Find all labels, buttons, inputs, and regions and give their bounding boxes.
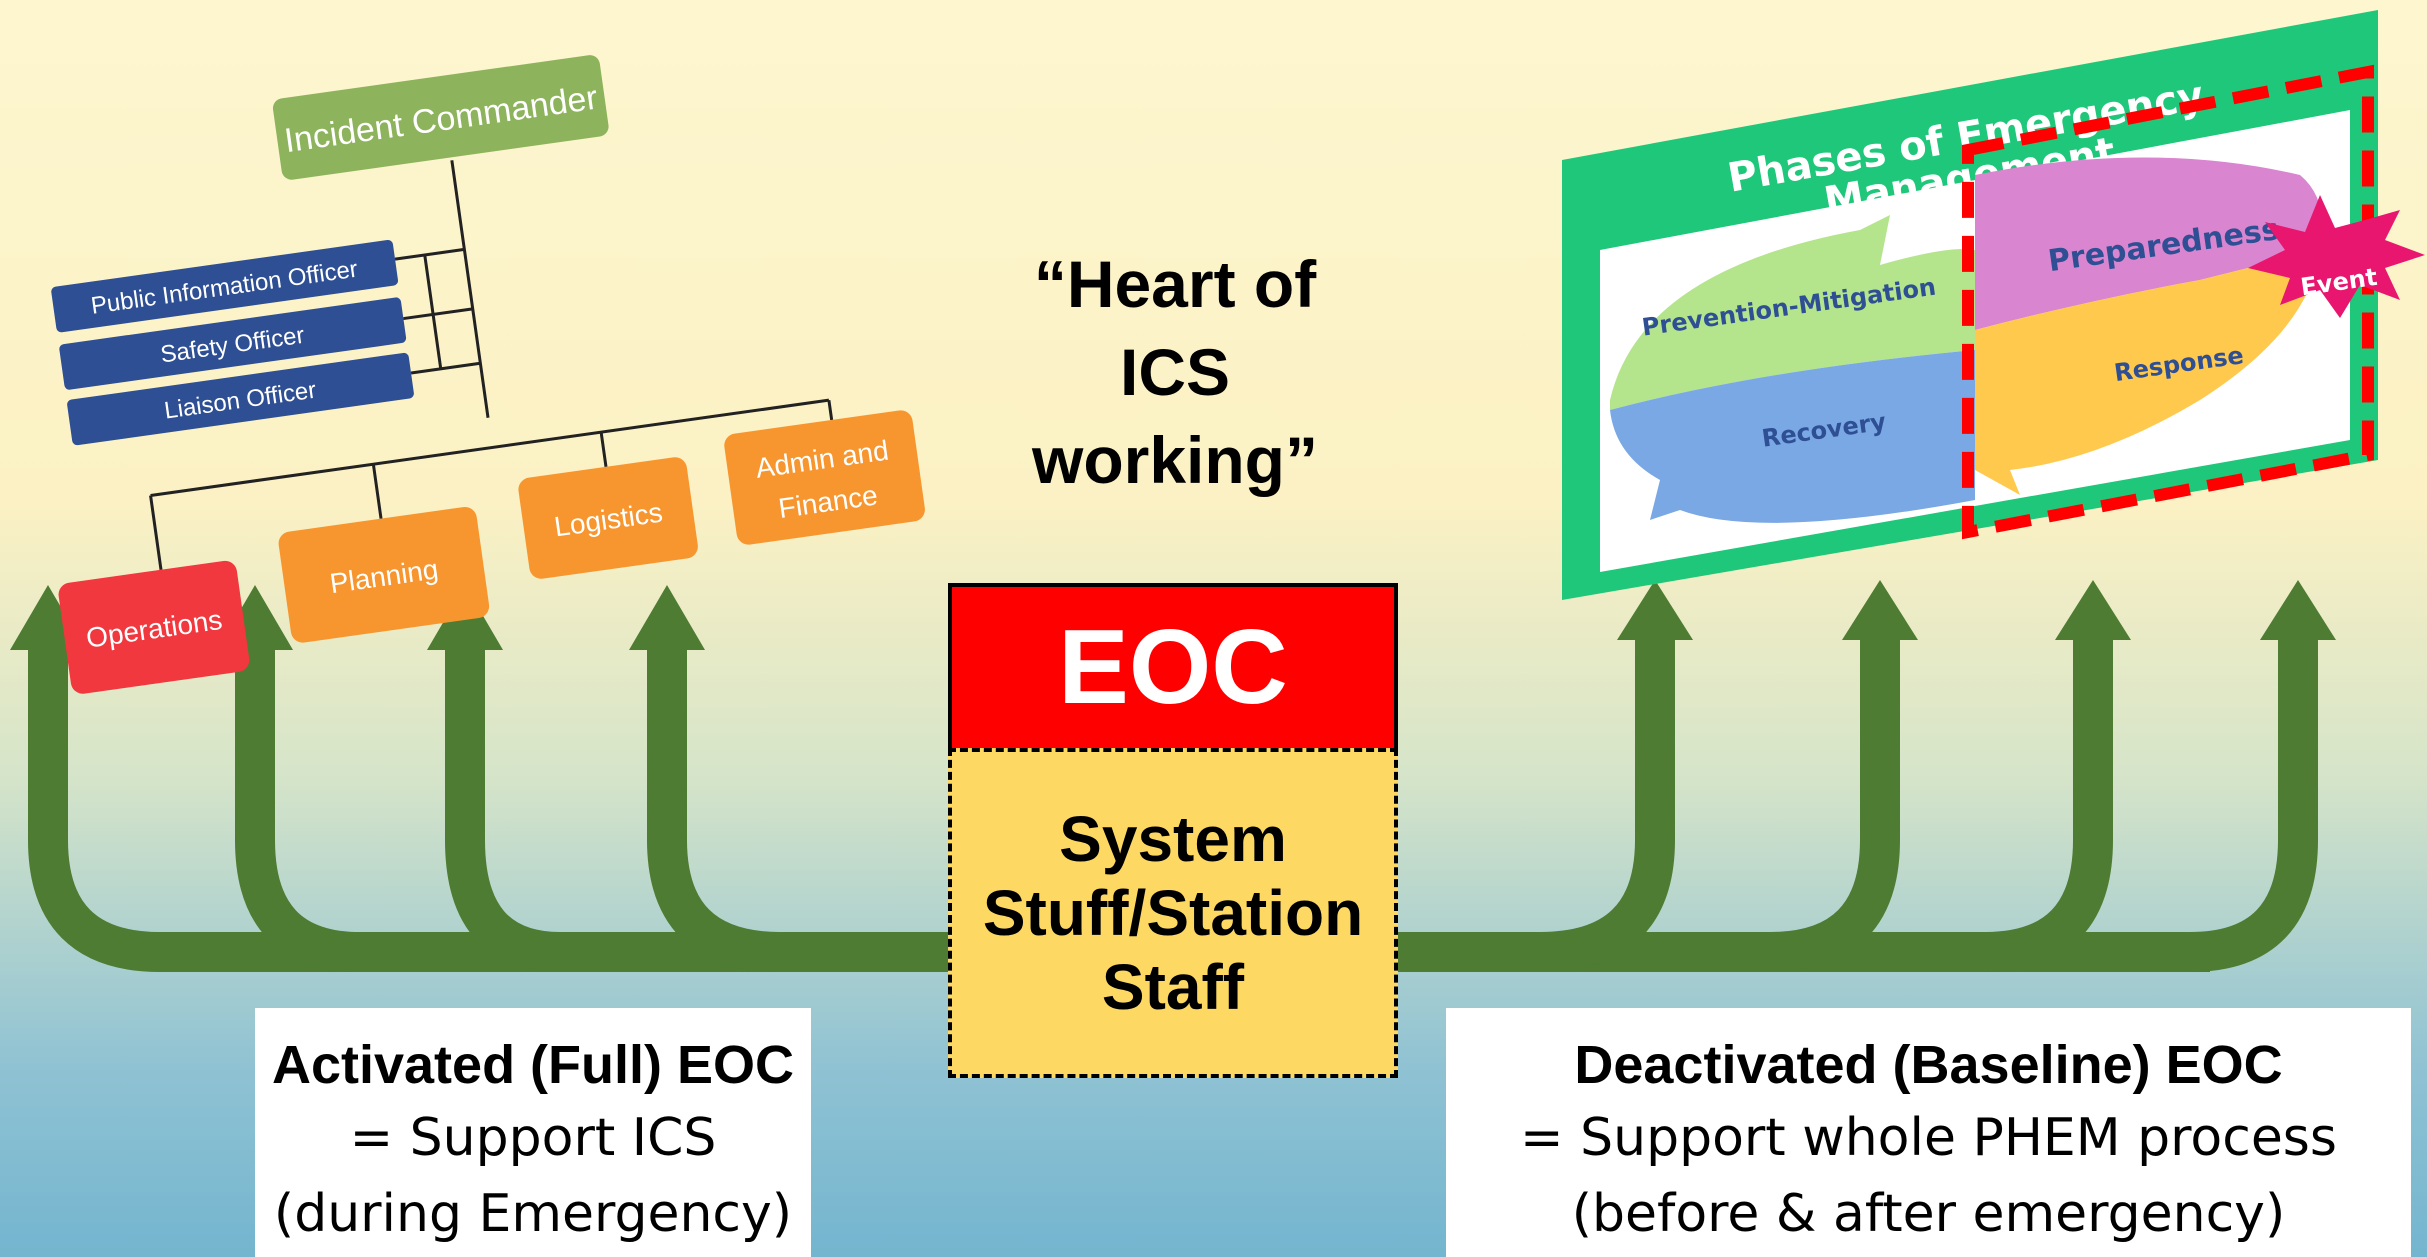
incident-commander-box [272, 55, 609, 180]
right-arrow-2-shaft [1769, 640, 1900, 972]
deactivated-title: Deactivated (Baseline) EOC [1574, 1035, 2283, 1095]
eoc-title: EOC [1058, 608, 1288, 726]
left-arrow-1-shaft [28, 640, 161, 972]
deactivated-line-1: = Support whole PHEM process [1520, 1108, 2337, 1168]
segment-prevention-shape [1610, 215, 1975, 410]
staff-box-safety [59, 297, 407, 390]
emergency-focus-dashed-frame [1962, 64, 2374, 540]
activated-line-2: (during Emergency) [273, 1184, 793, 1244]
segment-response-shape [1975, 250, 2320, 495]
quote-line-3: working” [1031, 423, 1318, 497]
segment-preparedness-shape [1975, 157, 2323, 330]
activated-title: Activated (Full) EOC [271, 1035, 795, 1095]
deactivated-line-2: (before & after emergency) [1571, 1184, 2286, 1244]
right-arrow-4-head [2260, 580, 2336, 640]
eoc-body-line-1: System [1059, 803, 1287, 875]
eoc-body-box: System Stuff/Station Staff [948, 748, 1398, 1078]
right-arrow-2-head [1842, 580, 1918, 640]
right-arrow-4-shaft [2189, 640, 2318, 972]
left-arrow-3-shaft [445, 640, 561, 972]
eoc-body-line-2: Stuff/Station [982, 877, 1364, 949]
section-box-logistics [518, 457, 698, 579]
event-burst-icon [2248, 195, 2425, 318]
section-box-planning [278, 506, 490, 643]
quote-line-1: “Heart of [1033, 247, 1317, 321]
left-arrow-4-shaft [647, 640, 781, 972]
quote-line-2: ICS [1119, 335, 1231, 409]
activated-line-1: = Support ICS [349, 1108, 717, 1168]
section-box-admin-finance [724, 410, 925, 545]
left-arrow-4-head [629, 585, 705, 650]
heart-of-ics-quote: “Heart of ICS working” [960, 240, 1390, 504]
section-box-operations [58, 560, 250, 694]
org-chart: Incident Commander Public Information Of… [51, 55, 925, 694]
phases-panel: Phases of Emergency Management Preventio… [1562, 10, 2425, 600]
right-arrow-1-shaft [1539, 640, 1675, 972]
eoc-title-box: EOC [948, 583, 1398, 748]
staff-box-liaison [67, 352, 414, 446]
segment-recovery-shape [1610, 350, 1975, 523]
org-connectors [149, 160, 834, 570]
deactivated-eoc-box: Deactivated (Baseline) EOC = Support who… [1446, 1008, 2411, 1257]
eoc-body-text: System Stuff/Station Staff [983, 802, 1363, 1024]
right-arrow-1-head [1617, 580, 1693, 640]
left-arrow-2-shaft [235, 640, 361, 972]
right-arrow-3-shaft [1984, 640, 2113, 972]
activated-eoc-box: Activated (Full) EOC = Support ICS (duri… [255, 1008, 811, 1257]
right-arrow-3-head [2055, 580, 2131, 640]
arrow-network [28, 640, 2318, 972]
staff-box-pio [51, 239, 399, 333]
eoc-body-line-3: Staff [1101, 951, 1245, 1023]
